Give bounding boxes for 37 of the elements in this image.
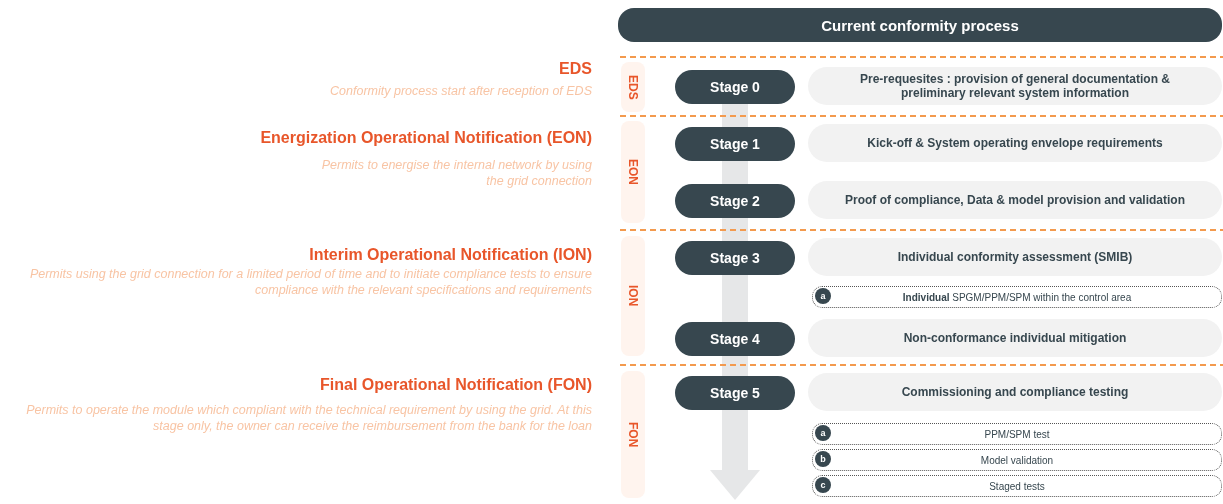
description-box: Commissioning and compliance testing <box>808 373 1222 411</box>
description-box: Kick-off & System operating envelope requirements <box>808 124 1222 162</box>
letter-badge: a <box>815 425 831 441</box>
stage-pill: Stage 0 <box>675 70 795 104</box>
phase-description: Permits using the grid connection for a limited period of time and to initiate compliance tests to ensure compliance with the relevant specifications and requirements <box>28 266 592 298</box>
letter-badge: a <box>815 288 831 304</box>
letter-badge: b <box>815 451 831 467</box>
phase-band: ION <box>621 236 645 356</box>
stage-pill: Stage 5 <box>675 376 795 410</box>
description-box: Pre-requesites : provision of general documentation & preliminary relevant system information <box>808 67 1222 105</box>
header-bar: Current conformity process <box>618 8 1222 42</box>
description-box: Individual conformity assessment (SMIB) <box>808 238 1222 276</box>
item-text: Individual SPGM/PPM/SPM within the control area <box>902 291 1132 303</box>
description-box: Non-conformance individual mitigation <box>808 319 1222 357</box>
item-text: PPM/SPM test <box>984 428 1050 440</box>
item-text: Staged tests <box>989 480 1045 492</box>
description-box: Proof of compliance, Data & model provision and validation <box>808 181 1222 219</box>
sub-item-box <box>812 475 1222 497</box>
phase-title: EDS <box>559 60 592 78</box>
sub-item-box <box>812 449 1222 471</box>
stage-pill: Stage 2 <box>675 184 795 218</box>
phase-band: FON <box>621 371 645 498</box>
letter-badge: c <box>815 477 831 493</box>
phase-description: Conformity process start after reception of EDS <box>330 83 592 99</box>
phase-description: Permits to operate the module which compliant with the technical requirement by using the grid. At this stage only, the owner can receive the reimbursement from the bank for the loan <box>25 402 592 434</box>
stage-pill: Stage 3 <box>675 241 795 275</box>
phase-band: EON <box>621 121 645 223</box>
sub-item-box <box>812 286 1222 308</box>
phase-band: EDS <box>621 62 645 112</box>
phase-title: Final Operational Notification (FON) <box>320 376 592 394</box>
stage-pill: Stage 1 <box>675 127 795 161</box>
sub-item-box <box>812 423 1222 445</box>
phase-title: Interim Operational Notification (ION) <box>309 246 592 264</box>
stage-pill: Stage 4 <box>675 322 795 356</box>
phase-title: Energization Operational Notification (EON) <box>260 129 592 147</box>
phase-description: Permits to energise the internal network by using the grid connection <box>320 157 592 189</box>
item-text: Model validation <box>980 454 1054 466</box>
